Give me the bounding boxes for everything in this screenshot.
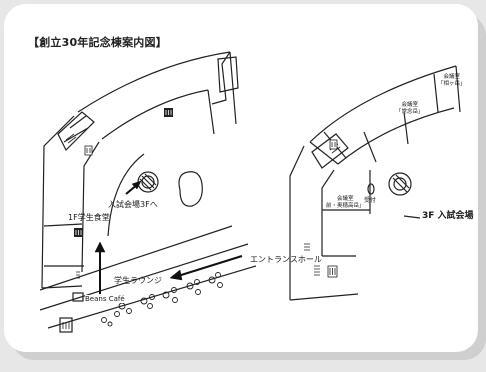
arrows xyxy=(94,180,243,294)
staircase-3f xyxy=(388,172,412,196)
cafe-icon xyxy=(72,292,84,302)
reception-marker xyxy=(367,183,375,195)
building-3f-outline xyxy=(289,65,461,301)
staircase-1f xyxy=(137,171,159,193)
restaurant-icon-lower xyxy=(74,228,83,237)
arrow-entrance-hall xyxy=(177,255,243,277)
restaurant-icon-upper xyxy=(164,108,173,117)
lounge-band xyxy=(39,225,257,329)
building-1f-outline xyxy=(41,51,239,289)
room-label-jounendake: 会議室 「常念岳」 xyxy=(396,102,424,115)
map-title: 【創立30年記念棟案内図】 xyxy=(28,36,167,49)
label-exam-3f: 入試会場3Fへ xyxy=(108,200,158,209)
restroom-icon-1f xyxy=(59,317,73,333)
map-drawing xyxy=(39,51,461,333)
venue-leader-line xyxy=(403,215,421,219)
restroom-icon-1f-upper xyxy=(84,145,93,156)
restroom-icon-1f-lower xyxy=(62,322,70,329)
restroom-icon-3f-lower xyxy=(327,265,338,278)
restroom-icon-3f-upper xyxy=(329,139,338,150)
floor-map-card: 【創立30年記念棟案内図】 入試会場3Fへ 1F学生食堂 学生ラウンジ エントラ… xyxy=(4,4,478,352)
room-label-okuhotaka: 会議室 前・奥穂高岳」 xyxy=(326,196,365,209)
label-beans-cafe: Beans Café xyxy=(85,295,125,303)
room-label-sagamigaoka: 会議室 「相ヶ岳」 xyxy=(438,74,466,87)
lounge-seating xyxy=(101,272,223,327)
label-cafeteria-1f: 1F学生食堂 xyxy=(68,213,110,222)
lounge-blob xyxy=(178,171,203,207)
window-ticks xyxy=(65,133,341,279)
label-3f-exam-venue: 3F 入試会場 xyxy=(422,211,474,221)
label-reception: 受付 xyxy=(364,197,377,204)
label-student-lounge: 学生ラウンジ xyxy=(114,276,162,285)
label-entrance-hall: エントランスホール xyxy=(250,255,322,264)
